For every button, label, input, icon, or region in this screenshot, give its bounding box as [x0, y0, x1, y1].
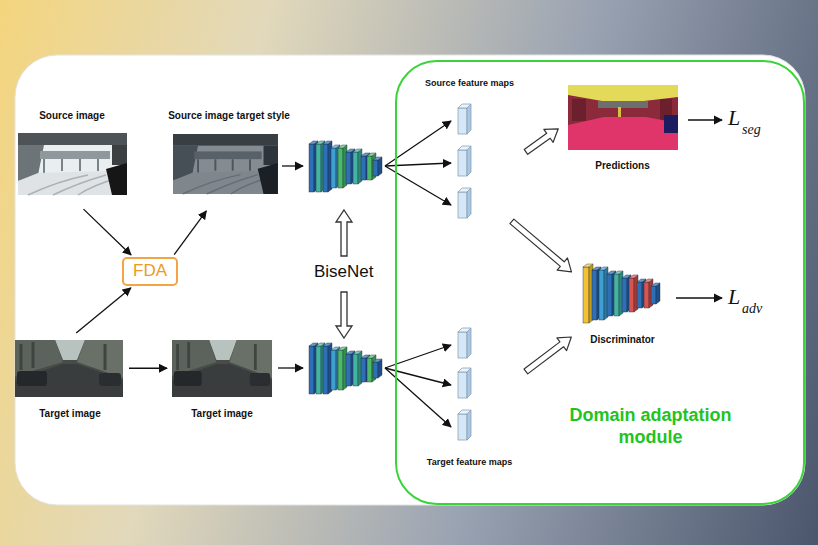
loss-symbol: L [728, 284, 740, 309]
feature-maps: Target feature maps [416, 322, 524, 470]
node-caption: Source feature maps [425, 78, 514, 89]
source-styled-photo [173, 134, 278, 194]
target-photo [15, 340, 123, 397]
feature-map-slabs [458, 368, 471, 398]
flow-arrows [688, 119, 722, 120]
source-styled-photo [173, 134, 278, 194]
feature-map-slabs [458, 104, 471, 134]
feature-map-slabs [458, 104, 471, 440]
shared-weights-arrows [336, 210, 352, 256]
source-styled-photo [173, 134, 278, 194]
prediction-panel: Predictions [562, 80, 684, 174]
feature-map-slabs [458, 188, 471, 218]
loss-subscript: adv [742, 301, 762, 316]
loss-subscript: seg [742, 120, 761, 138]
flow-arrows [278, 120, 722, 427]
segmentation-map [568, 85, 678, 150]
source-photo [18, 133, 127, 195]
hollow-arrow [510, 219, 572, 272]
image-panel: Target image [170, 338, 274, 422]
feature-maps: Source feature maps [416, 76, 524, 218]
flow-arrows [676, 297, 722, 298]
loss-subscript: adv [742, 299, 762, 317]
feature-map-slabs [458, 410, 471, 440]
image-panel: Source image target style [163, 108, 295, 198]
target-photo [172, 340, 272, 397]
hollow-arrow [524, 129, 558, 154]
flow-arrow [129, 368, 167, 369]
node-caption: Predictions [595, 160, 649, 172]
flow-arrow [84, 209, 132, 255]
image-panel: Target image [14, 338, 126, 422]
flow-arrow [174, 211, 206, 255]
network-name: BiseNet [314, 262, 374, 281]
flow-arrows [278, 367, 303, 368]
white-panel [15, 55, 805, 505]
flow-arrow [76, 288, 131, 333]
feature-map-slabs [458, 146, 471, 176]
loss-symbol: L [728, 105, 740, 130]
discriminator-icon [583, 264, 660, 323]
node-caption: Source image [39, 110, 105, 122]
loss-subscript: seg [742, 122, 761, 137]
module-title: Domain adaptation module [558, 405, 743, 448]
image-panel: Source image [15, 108, 129, 198]
network-name: BiseNet [314, 262, 374, 282]
discriminator-panel: Discriminator [575, 262, 671, 348]
network-icon [309, 141, 382, 192]
network-icon [309, 343, 382, 394]
node-caption: Discriminator [590, 334, 654, 346]
fda-box: FDA [122, 257, 178, 286]
node-caption: Target image [39, 408, 101, 420]
flow-arrows [282, 165, 303, 166]
node-caption: Target image [191, 408, 253, 420]
node-caption: FDA [133, 261, 167, 281]
hollow-arrow [524, 337, 571, 374]
node-caption: Target feature maps [427, 457, 512, 468]
feature-map-slabs [458, 328, 471, 358]
shared-weights-arrows [336, 292, 352, 338]
node-caption: Source image target style [168, 110, 290, 122]
loss-symbol: L [728, 105, 740, 130]
loss-symbol: L [728, 284, 740, 309]
